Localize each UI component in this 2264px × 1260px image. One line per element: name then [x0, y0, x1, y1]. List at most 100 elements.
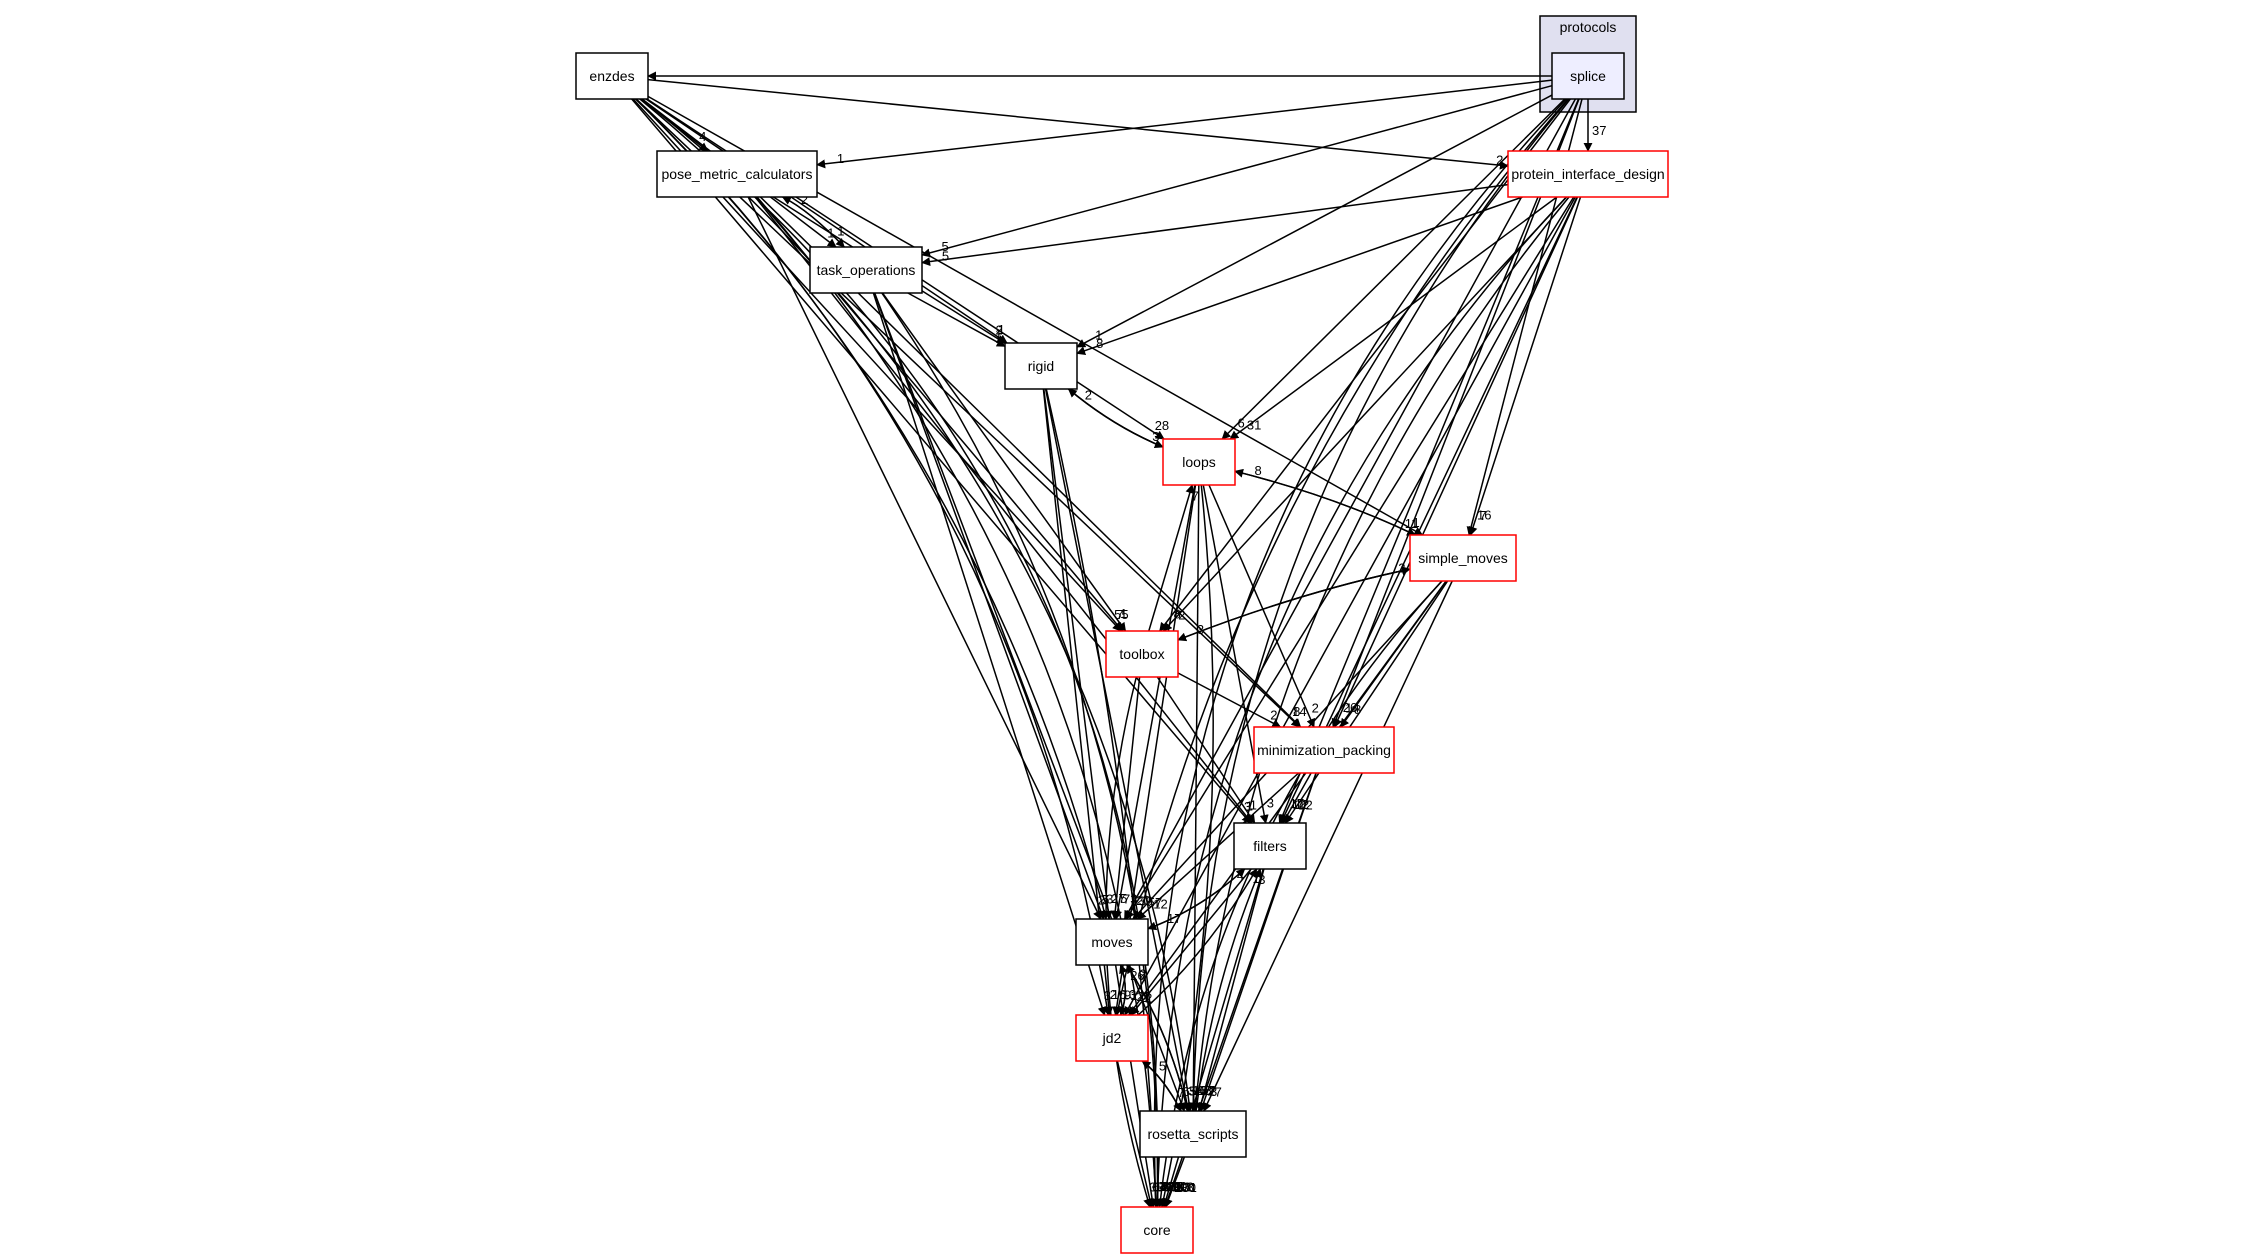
node-box-core[interactable]	[1120, 1206, 1194, 1254]
edge-label-loops-to-filters[interactable]: 3	[1267, 795, 1274, 810]
edge-toolbox-to-filters[interactable]	[1156, 676, 1256, 824]
node-box-pose_metric_calculators[interactable]	[656, 150, 818, 198]
edge-label-enzdes-to-rosetta_scripts[interactable]: 16	[1192, 1083, 1206, 1098]
edge-label-filters-to-core[interactable]: 213	[1172, 1180, 1194, 1195]
node-box-toolbox[interactable]	[1105, 630, 1179, 678]
edge-label-rosetta_scripts-to-jd2[interactable]: 5	[1159, 1059, 1166, 1074]
edge-task_operations-to-jd2[interactable]	[872, 292, 1107, 1016]
edge-label-simple_moves-to-rosetta_scripts[interactable]: 7	[1215, 1085, 1222, 1100]
edge-label-rigid-to-rosetta_scripts[interactable]: 5	[1189, 1083, 1196, 1098]
edge-task_operations-to-rosetta_scripts[interactable]	[873, 292, 1186, 1112]
edge-protein_interface_design-to-minimization_packing[interactable]	[1333, 196, 1579, 728]
edge-label-loops-to-minimization_packing[interactable]: 2	[1312, 700, 1319, 715]
edge-label-simple_moves-to-core[interactable]: 490	[1165, 1179, 1187, 1194]
edge-label-filters-to-moves[interactable]: 17	[1167, 911, 1181, 926]
node-box-loops[interactable]	[1162, 438, 1236, 486]
edge-label-protein_interface_design-to-minimization_packing[interactable]: 14	[1345, 701, 1359, 716]
edge-label-enzdes-to-rigid[interactable]: 1	[998, 322, 1005, 337]
edge-splice-to-task_operations[interactable]	[921, 84, 1553, 258]
edge-enzdes-to-rigid[interactable]	[645, 98, 1008, 344]
edge-rigid-to-rosetta_scripts[interactable]	[1044, 388, 1192, 1112]
edge-label-task_operations-to-toolbox[interactable]: 1	[1120, 606, 1127, 621]
node-box-filters[interactable]	[1233, 822, 1307, 870]
edge-label-rosetta_scripts-to-core[interactable]: 101	[1175, 1180, 1197, 1195]
edge-label-jd2-to-core[interactable]: 6	[1152, 1179, 1159, 1194]
edge-simple_moves-to-toolbox[interactable]	[1177, 568, 1411, 642]
edge-loops-to-filters[interactable]	[1202, 484, 1269, 824]
edge-label-pose_metric_calculators-to-moves[interactable]: 2	[1098, 893, 1105, 908]
edge-task_operations-to-pose_metric_calculators[interactable]	[781, 196, 845, 248]
edge-label-task_operations-to-rosetta_scripts[interactable]: 6	[1183, 1084, 1190, 1099]
node-box-rigid[interactable]	[1004, 342, 1078, 390]
edge-label-loops-to-core[interactable]: 483	[1169, 1179, 1191, 1194]
edge-label-splice-to-core[interactable]: 409	[1159, 1179, 1181, 1194]
edge-label-protein_interface_design-to-rosetta_scripts[interactable]: 37	[1201, 1083, 1215, 1098]
edge-label-protein_interface_design-to-toolbox[interactable]: 2	[1178, 607, 1185, 622]
edge-label-task_operations-to-core[interactable]: 285	[1162, 1179, 1184, 1194]
edge-protein_interface_design-to-toolbox[interactable]	[1162, 196, 1568, 632]
edge-minimization_packing-to-filters[interactable]	[1282, 772, 1312, 824]
edge-splice-to-loops[interactable]	[1221, 98, 1566, 440]
edge-enzdes-to-filters[interactable]	[631, 98, 1251, 824]
edge-label-splice-to-moves[interactable]: 20	[1136, 893, 1150, 908]
edge-simple_moves-to-rosetta_scripts[interactable]	[1203, 580, 1453, 1112]
edge-label-protein_interface_design-to-simple_moves[interactable]: 7	[1479, 508, 1486, 523]
edge-label-minimization_packing-to-core[interactable]: 230	[1174, 1180, 1196, 1195]
edge-label-rigid-to-jd2[interactable]: 16	[1112, 987, 1126, 1002]
edge-label-pose_metric_calculators-to-rigid[interactable]: 2	[996, 323, 1003, 338]
edge-simple_moves-to-filters[interactable]	[1284, 580, 1449, 824]
edge-label-toolbox-to-moves[interactable]: 5	[1120, 891, 1127, 906]
edge-label-rigid-to-moves[interactable]: 27	[1111, 891, 1125, 906]
edge-label-splice-to-loops[interactable]: 6	[1238, 416, 1245, 431]
edge-label-splice-to-task_operations[interactable]: 5	[942, 239, 949, 254]
edge-label-pose_metric_calculators-to-toolbox[interactable]: 7	[1116, 607, 1123, 622]
edge-label-moves-to-jd2[interactable]: 1	[1130, 988, 1137, 1003]
edge-label-task_operations-to-pose_metric_calculators[interactable]: 2	[801, 192, 808, 207]
edge-label-enzdes-to-task_operations[interactable]: 1	[827, 225, 834, 240]
edge-label-loops-to-rigid[interactable]: 2	[1085, 387, 1092, 402]
edge-label-simple_moves-to-moves[interactable]: 57	[1148, 895, 1162, 910]
edge-label-simple_moves-to-toolbox[interactable]: 3	[1197, 622, 1204, 637]
edge-label-rigid-to-loops[interactable]: 3	[1152, 429, 1159, 444]
edge-label-simple_moves-to-loops[interactable]: 8	[1255, 463, 1262, 478]
edge-loops-to-moves[interactable]	[1113, 484, 1196, 920]
edge-label-minimization_packing-to-moves[interactable]: 12	[1153, 896, 1167, 911]
edge-splice-to-jd2[interactable]	[1114, 98, 1569, 1016]
edge-rosetta_scripts-to-filters[interactable]	[1195, 868, 1262, 1112]
node-box-enzdes[interactable]	[575, 52, 649, 100]
edge-label-simple_moves-to-minimization_packing[interactable]: 8	[1354, 702, 1361, 717]
edge-filters-to-core[interactable]	[1161, 868, 1264, 1208]
edge-label-enzdes-to-core[interactable]: 586	[1162, 1179, 1184, 1194]
edge-label-toolbox-to-simple_moves[interactable]: 2	[1398, 560, 1405, 575]
edge-toolbox-to-simple_moves[interactable]	[1177, 566, 1411, 641]
edge-label-simple_moves-to-filters[interactable]: 12	[1298, 798, 1312, 813]
edge-label-loops-to-jd2[interactable]: 13	[1122, 987, 1136, 1002]
edge-label-jd2-to-rosetta_scripts[interactable]: 7	[1178, 1085, 1185, 1100]
edge-task_operations-to-toolbox[interactable]	[881, 292, 1127, 632]
edge-label-task_operations-to-moves[interactable]: 5	[1102, 892, 1109, 907]
edge-toolbox-to-loops[interactable]	[1148, 484, 1195, 632]
edge-rigid-to-moves[interactable]	[1043, 388, 1113, 920]
edge-label-splice-to-simple_moves[interactable]: 16	[1477, 508, 1491, 523]
edge-label-protein_interface_design-to-moves[interactable]: 39	[1139, 893, 1153, 908]
edge-pose_metric_calculators-to-moves[interactable]	[747, 196, 1102, 920]
edge-label-splice-to-toolbox[interactable]: 8	[1174, 606, 1181, 621]
edge-label-moves-to-rosetta_scripts[interactable]: 3	[1188, 1083, 1195, 1098]
edge-jd2-to-filters[interactable]	[1137, 868, 1258, 1016]
edge-rosetta_scripts-to-core[interactable]	[1164, 1156, 1186, 1208]
edge-label-splice-to-jd2[interactable]: 9	[1124, 987, 1131, 1002]
edge-label-protein_interface_design-to-loops[interactable]: 31	[1247, 418, 1261, 433]
edge-label-loops-to-rosetta_scripts[interactable]: 18	[1197, 1083, 1211, 1098]
node-jd2[interactable]: jd2	[1075, 1014, 1149, 1062]
node-enzdes[interactable]: enzdes	[575, 52, 649, 100]
edge-label-toolbox-to-minimization_packing[interactable]: 2	[1270, 708, 1277, 723]
edge-label-jd2-to-filters[interactable]: 1	[1253, 871, 1260, 886]
edge-enzdes-to-protein_interface_design[interactable]	[647, 78, 1509, 170]
edge-protein_interface_design-to-jd2[interactable]	[1124, 196, 1576, 1016]
edge-label-protein_interface_design-to-core[interactable]: 602	[1162, 1179, 1184, 1194]
node-box-task_operations[interactable]	[809, 246, 923, 294]
node-box-minimization_packing[interactable]	[1253, 726, 1395, 774]
node-protein_interface_design[interactable]: protein_interface_design	[1507, 150, 1669, 198]
edge-label-moves-to-core[interactable]: 120	[1155, 1179, 1177, 1194]
node-box-protein_interface_design[interactable]	[1507, 150, 1669, 198]
